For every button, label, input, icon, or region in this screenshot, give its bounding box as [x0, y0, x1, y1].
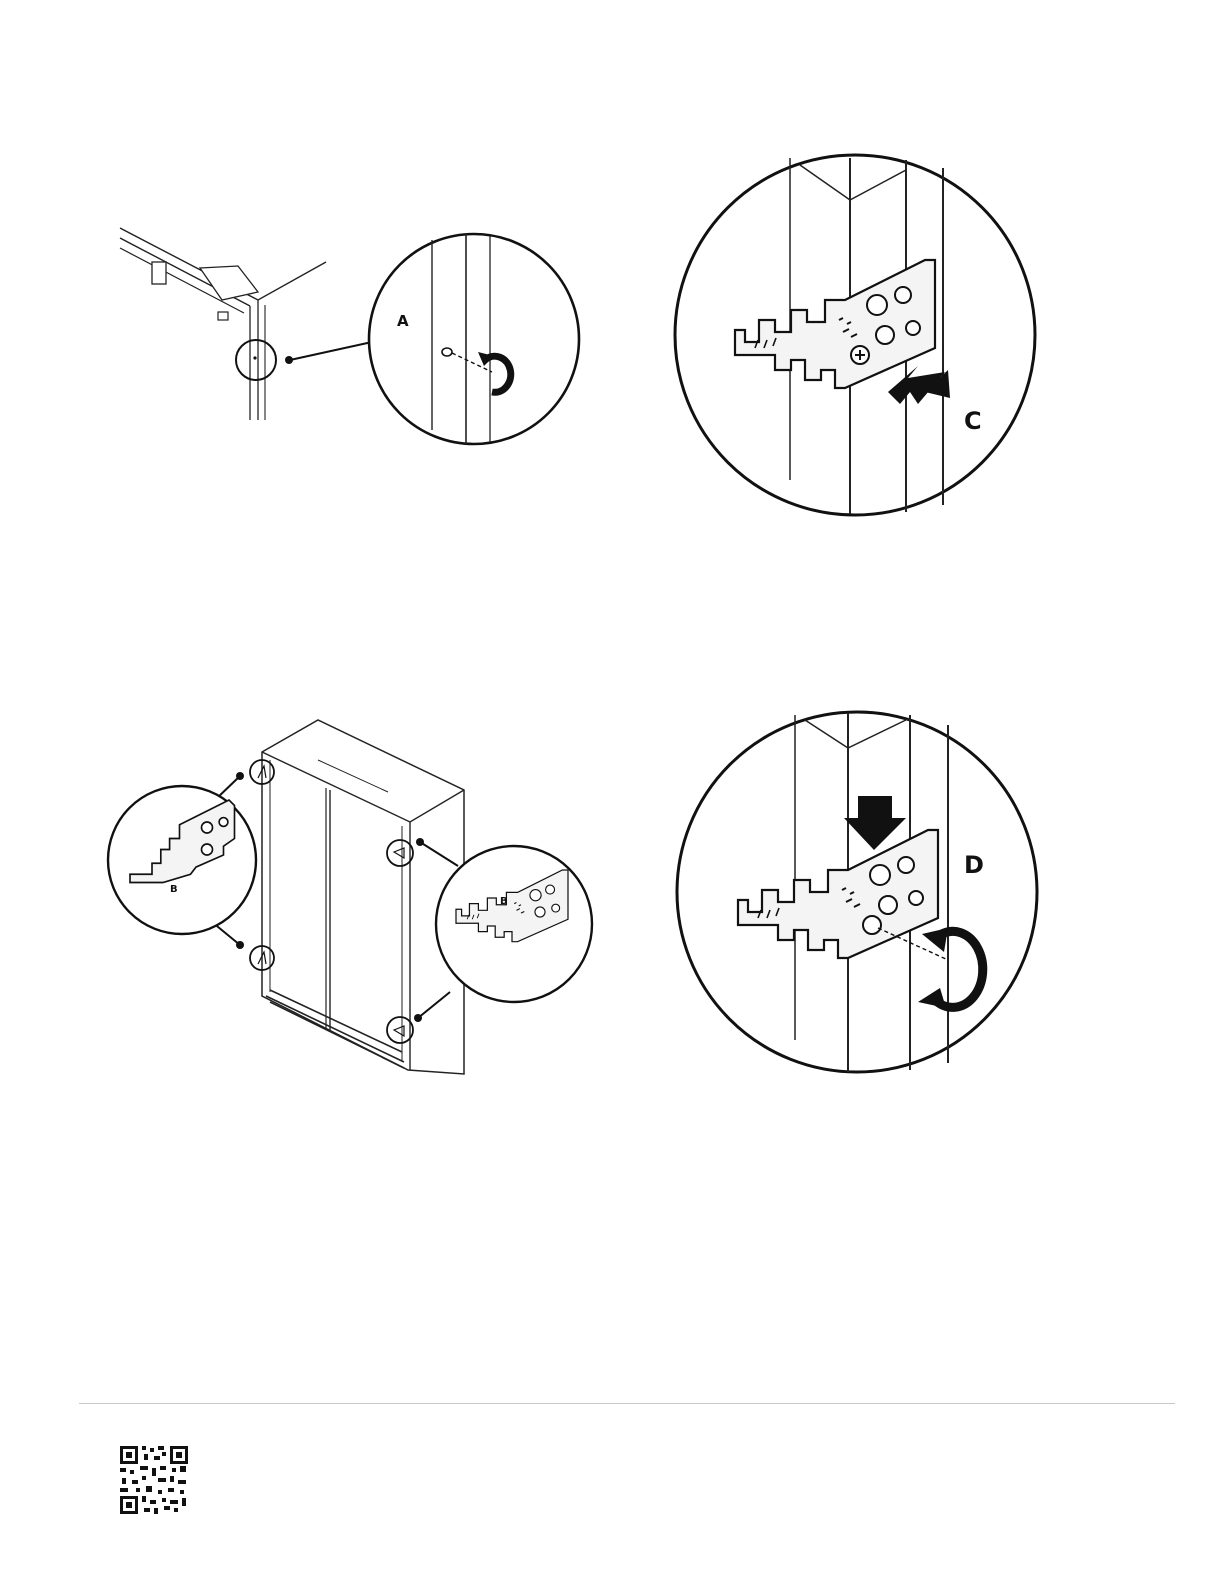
footer-divider	[79, 1403, 1175, 1404]
figure-panel-3	[108, 720, 592, 1074]
figure-panel-2	[675, 155, 1035, 515]
qr-code-icon	[118, 1444, 190, 1516]
callout-label-d: D	[964, 851, 984, 879]
callout-label-b-left: B	[170, 884, 178, 895]
figure-panel-4	[677, 712, 1037, 1072]
callout-label-b-right: B	[500, 896, 508, 907]
callout-label-c: C	[964, 407, 982, 435]
figure-panel-1	[120, 228, 579, 444]
callout-label-a: A	[397, 312, 409, 330]
